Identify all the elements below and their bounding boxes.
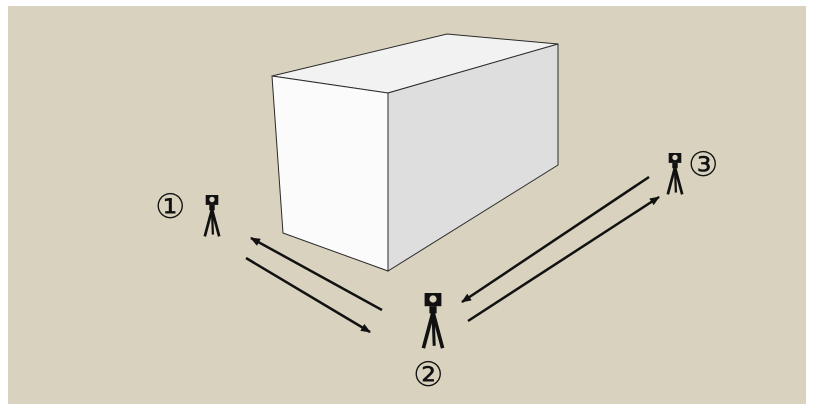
total-station-icon <box>203 195 221 237</box>
traverse-arrows <box>245 175 660 334</box>
rectangular-block <box>271 33 559 272</box>
station-3: ③ <box>666 145 718 195</box>
station-2: ② <box>413 293 445 395</box>
station-1-label: ① <box>155 187 185 227</box>
arrow-station-1-to-2 <box>245 256 371 334</box>
arrow-station-2-to-3 <box>467 195 660 323</box>
station-3-label: ③ <box>688 145 718 185</box>
station-2-label: ② <box>413 355 443 395</box>
total-station-icon <box>666 153 684 195</box>
arrow-station-3-to-2 <box>461 175 650 304</box>
total-station-icon <box>421 293 445 349</box>
station-1: ① <box>155 187 221 237</box>
block-side-face <box>387 43 559 272</box>
arrow-station-2-to-1 <box>250 236 383 312</box>
